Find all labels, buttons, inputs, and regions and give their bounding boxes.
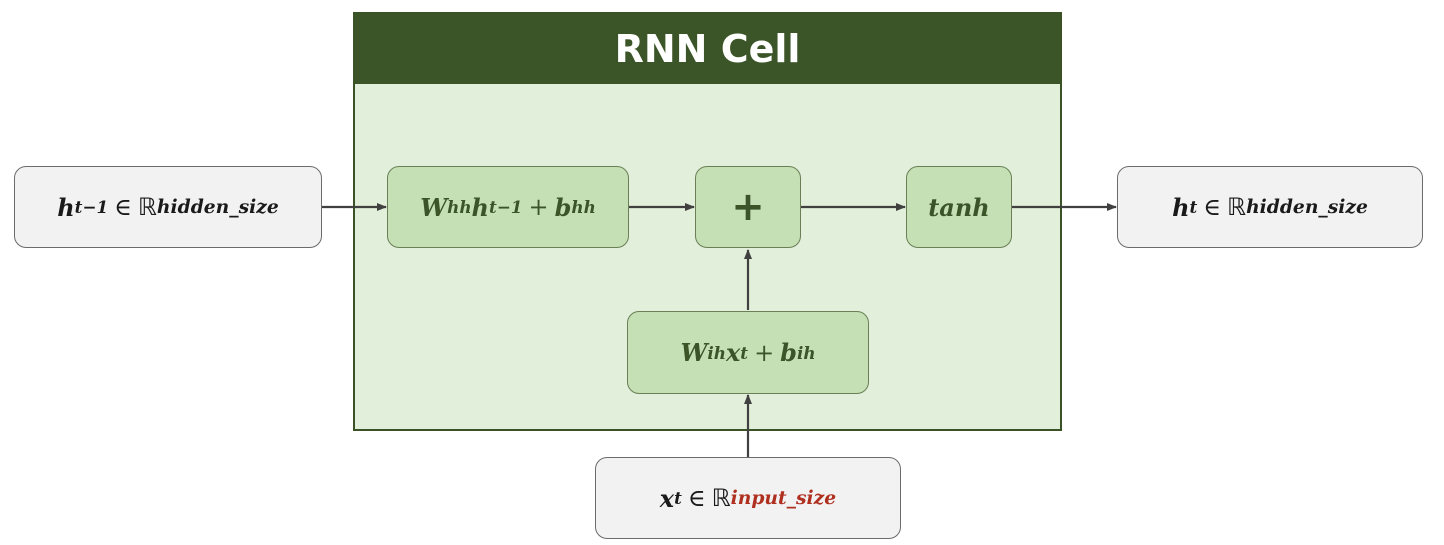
il-var: x — [725, 338, 741, 367]
hprev-sub: t−1 — [74, 197, 109, 217]
rnn-cell-title: RNN Cell — [614, 27, 801, 71]
ht-var: h — [1172, 192, 1190, 222]
rnn-cell-header: RNN Cell — [355, 14, 1060, 84]
hprev-var: h — [57, 192, 75, 222]
xt-space: ℝ — [711, 484, 731, 512]
il-bias-sub: ih — [796, 342, 816, 363]
ht-member: ∈ — [1203, 193, 1222, 221]
ht-space: ℝ — [1227, 193, 1247, 221]
tanh-label: tanh — [928, 192, 990, 222]
il-weight-sub: ih — [707, 342, 726, 363]
xt-dim: input_size — [730, 487, 837, 509]
hl-bias-sub: hh — [571, 197, 596, 217]
il-var-sub: t — [740, 342, 749, 363]
xt-member: ∈ — [687, 484, 706, 512]
il-plus: + — [754, 338, 775, 367]
hprev-member: ∈ — [114, 193, 132, 221]
ht-dim: hidden_size — [1246, 196, 1368, 218]
ht-sub: t — [1189, 197, 1198, 217]
il-bias: b — [780, 338, 797, 367]
il-weight: W — [680, 338, 708, 367]
sum-node: + — [695, 166, 801, 248]
hl-weight-sub: hh — [447, 197, 472, 217]
hl-plus: + — [528, 193, 549, 221]
tanh-activation-box: tanh — [906, 166, 1012, 248]
hl-bias: b — [554, 192, 572, 222]
hprev-space: ℝ — [137, 193, 157, 221]
hl-weight: W — [420, 192, 448, 222]
xt-var: x — [659, 483, 675, 513]
hl-var: h — [471, 192, 489, 222]
xt-sub: t — [674, 488, 682, 508]
hprev-dim: hidden_size — [156, 196, 279, 218]
hl-var-sub: t−1 — [489, 197, 523, 217]
sum-plus-symbol: + — [731, 184, 765, 230]
